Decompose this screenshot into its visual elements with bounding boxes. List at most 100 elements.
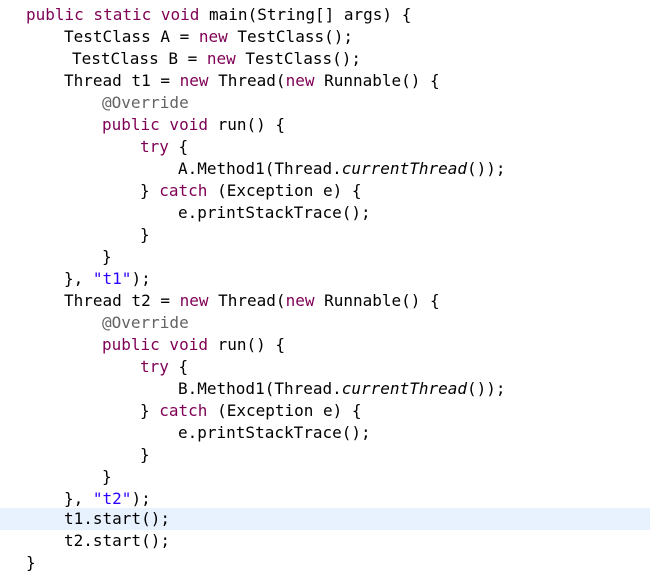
code-token: e.printStackTrace(); [178, 423, 371, 442]
code-token: currentThread [341, 379, 467, 398]
code-token: args [343, 5, 383, 24]
code-text: } [102, 246, 112, 268]
code-token: "t2" [92, 489, 132, 508]
code-token: catch [159, 401, 218, 420]
code-token: ); [131, 489, 151, 508]
code-line[interactable]: } [0, 466, 650, 488]
code-line[interactable]: t2.start(); [0, 530, 650, 552]
code-token: Runnable() { [324, 71, 440, 90]
code-token: (Exception e) { [217, 181, 362, 200]
code-text: B.Method1(Thread.currentThread()); [178, 378, 506, 400]
code-text: } catch (Exception e) { [140, 180, 362, 202]
code-text: TestClass A = new TestClass(); [64, 26, 353, 48]
code-line[interactable]: try { [0, 356, 650, 378]
code-text: e.printStackTrace(); [178, 422, 371, 444]
code-token: @Override [102, 93, 189, 112]
code-text: A.Method1(Thread.currentThread()); [178, 158, 506, 180]
code-token: e.printStackTrace(); [178, 203, 371, 222]
code-token: Runnable() { [324, 291, 440, 310]
code-line[interactable]: } [0, 444, 650, 466]
code-text: Thread t2 = new Thread(new Runnable() { [64, 290, 440, 312]
code-token: TestClass A = [64, 27, 199, 46]
code-text: t2.start(); [64, 530, 170, 552]
code-text: } [140, 224, 150, 246]
code-token: }, [64, 489, 93, 508]
code-text: @Override [102, 92, 189, 114]
code-token: } [26, 553, 36, 572]
code-token: new [285, 71, 325, 90]
code-token: } [140, 225, 150, 244]
code-token: new [285, 291, 325, 310]
code-line[interactable]: } catch (Exception e) { [0, 180, 650, 202]
code-token: t2.start(); [64, 531, 170, 550]
code-line[interactable]: } [0, 552, 650, 574]
code-text: e.printStackTrace(); [178, 202, 371, 224]
code-token: } [102, 247, 112, 266]
code-line[interactable]: }, "t2"); [0, 488, 650, 510]
code-line[interactable]: } catch (Exception e) { [0, 400, 650, 422]
code-token: Thread t1 = [64, 71, 180, 90]
code-text: } [140, 444, 150, 466]
code-line[interactable]: e.printStackTrace(); [0, 202, 650, 224]
code-line[interactable]: }, "t1"); [0, 268, 650, 290]
code-text: public static void main(String[] args) { [26, 4, 411, 26]
code-token: { [178, 137, 189, 156]
code-token: } [140, 445, 150, 464]
code-token: } [140, 181, 160, 200]
code-line[interactable]: B.Method1(Thread.currentThread()); [0, 378, 650, 400]
code-token: public void [102, 115, 218, 134]
code-token: public static void [26, 5, 210, 24]
code-text: @Override [102, 312, 189, 334]
code-token: (Exception e) { [217, 401, 362, 420]
code-text: public void run() { [102, 334, 285, 356]
code-token: try [140, 137, 179, 156]
code-token: Thread( [218, 71, 286, 90]
code-token: ); [131, 269, 151, 288]
code-token: TestClass(); [245, 49, 361, 68]
code-line[interactable]: @Override [0, 92, 650, 114]
code-text: } [102, 466, 112, 488]
code-line[interactable]: TestClass B = new TestClass(); [0, 48, 650, 70]
code-token: }, [64, 269, 93, 288]
code-token: new [179, 71, 219, 90]
code-line[interactable]: e.printStackTrace(); [0, 422, 650, 444]
code-token: t1.start(); [64, 509, 170, 528]
code-token: run() { [217, 115, 286, 134]
code-line[interactable]: public void run() { [0, 334, 650, 356]
code-token: try [140, 357, 179, 376]
code-text: } [26, 552, 36, 574]
code-token: } [140, 401, 160, 420]
code-token: TestClass B = [72, 49, 207, 68]
code-token: catch [159, 181, 218, 200]
code-token: @Override [102, 313, 189, 332]
code-token: ()); [467, 379, 506, 398]
code-text: t1.start(); [64, 508, 170, 530]
code-text: } catch (Exception e) { [140, 400, 362, 422]
code-token: { [178, 357, 189, 376]
code-line[interactable]: A.Method1(Thread.currentThread()); [0, 158, 650, 180]
code-line[interactable]: try { [0, 136, 650, 158]
code-text: Thread t1 = new Thread(new Runnable() { [64, 70, 440, 92]
code-line[interactable]: Thread t1 = new Thread(new Runnable() { [0, 70, 650, 92]
code-line[interactable]: TestClass A = new TestClass(); [0, 26, 650, 48]
code-line[interactable]: } [0, 224, 650, 246]
code-line[interactable]: Thread t2 = new Thread(new Runnable() { [0, 290, 650, 312]
code-line[interactable]: } [0, 246, 650, 268]
code-token: TestClass(); [237, 27, 353, 46]
code-token: currentThread [341, 159, 467, 178]
code-token: ()); [467, 159, 506, 178]
current-line[interactable]: t1.start(); [0, 508, 650, 530]
code-line[interactable]: @Override [0, 312, 650, 334]
code-text: TestClass B = new TestClass(); [72, 48, 361, 70]
code-text: }, "t2"); [64, 488, 151, 510]
code-line[interactable]: public static void main(String[] args) { [0, 4, 650, 26]
code-token: main(String[] [209, 5, 344, 24]
code-text: try { [140, 356, 188, 378]
code-token: Thread t2 = [64, 291, 180, 310]
code-token: new [198, 27, 238, 46]
code-token: new [179, 291, 219, 310]
code-token: B.Method1(Thread. [178, 379, 342, 398]
code-line[interactable]: public void run() { [0, 114, 650, 136]
code-token: public void [102, 335, 218, 354]
